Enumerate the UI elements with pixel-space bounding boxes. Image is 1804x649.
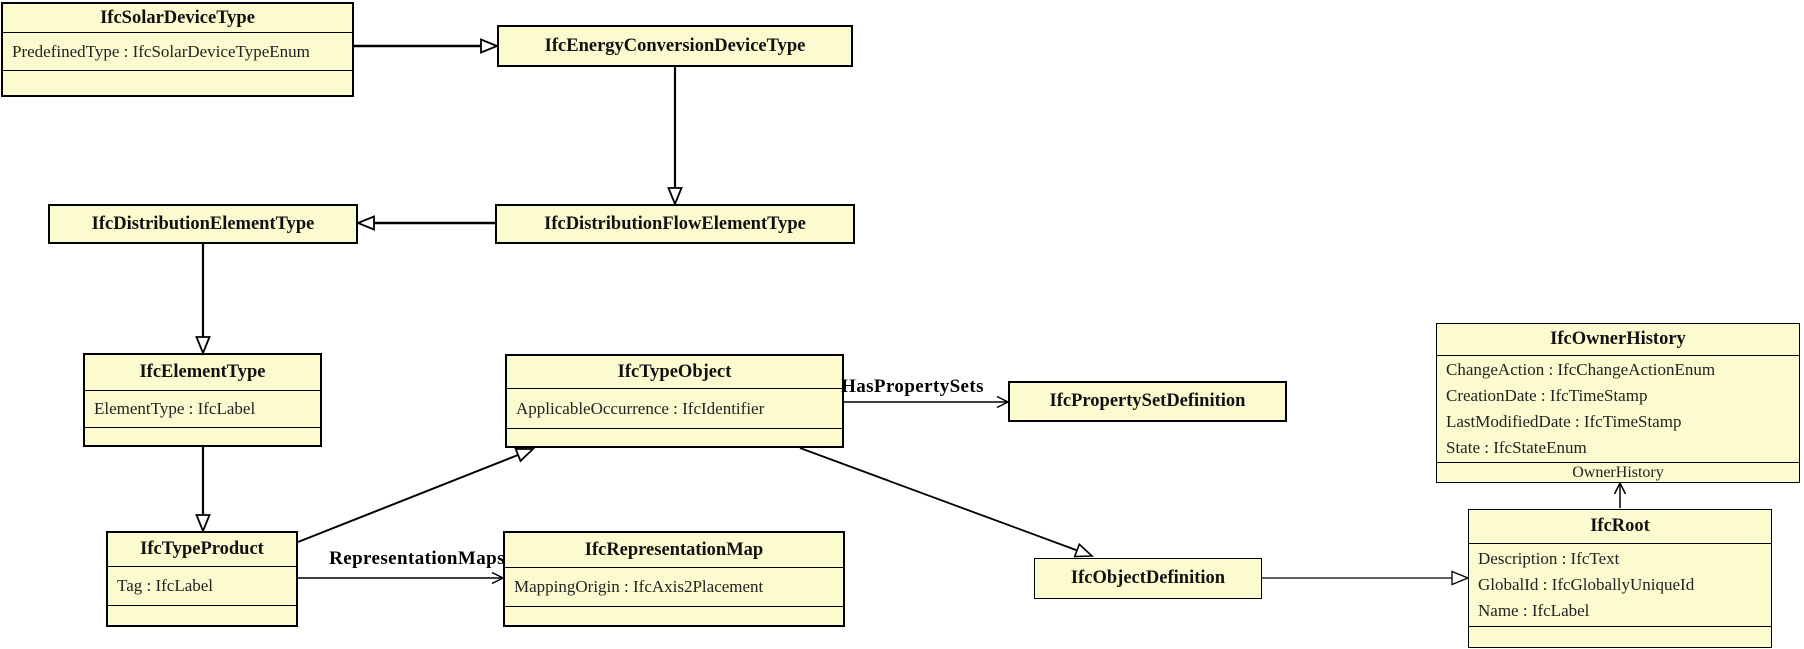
association-label-representationmaps: RepresentationMaps [329,548,505,569]
class-box-ifcpropertysetdefinition[interactable]: IfcPropertySetDefinition [1008,381,1287,422]
class-box-ifcownerhistory[interactable]: IfcOwnerHistory ChangeAction : IfcChange… [1436,323,1800,483]
edge-inheritance-distributionelementtype-elementtype [195,244,211,356]
hollow-triangle-arrowhead [667,187,683,207]
edge-association-representationmaps [298,571,505,585]
class-title: IfcObjectDefinition [1070,568,1226,588]
edge-inheritance-objectdefinition-root [1262,570,1470,586]
hollow-triangle-arrowhead [480,38,500,54]
class-attribute: ApplicableOccurrence : IfcIdentifier [516,398,765,418]
class-attribute: State : IfcStateEnum [1446,438,1587,457]
edge-association-haspropertysets [844,395,1010,409]
class-box-ifcroot[interactable]: IfcRoot Description : IfcText GlobalId :… [1468,509,1772,648]
class-box-ifcelementtype[interactable]: IfcElementType ElementType : IfcLabel [83,353,322,447]
hollow-triangle-arrowhead [1451,570,1470,586]
class-title: IfcTypeObject [507,356,842,389]
class-attribute: GlobalId : IfcGloballyUniqueId [1478,575,1695,594]
class-title: IfcSolarDeviceType [3,4,352,33]
association-label-haspropertysets: HasPropertySets [841,376,984,397]
class-operations-compartment [3,71,352,95]
edge-inheritance-typeproduct-typeobject [297,447,536,543]
class-box-ifcdistributionelementtype[interactable]: IfcDistributionElementType [48,204,358,244]
ownerhistory-association-end-label: OwnerHistory [1572,463,1664,481]
class-operations-compartment [507,429,842,446]
class-title: IfcRepresentationMap [505,533,843,568]
class-box-ifctypeproduct[interactable]: IfcTypeProduct Tag : IfcLabel [106,531,298,627]
edge-inheritance-elementtype-typeproduct [195,447,211,534]
class-box-ifcenergyconversiondevicetype[interactable]: IfcEnergyConversionDeviceType [497,25,853,67]
class-title: IfcPropertySetDefinition [1049,391,1246,411]
hollow-triangle-arrowhead [1073,542,1094,558]
edge-inheritance-solardevicetype-energyconversiondevicetype [354,38,500,54]
class-title: IfcDistributionFlowElementType [544,213,806,234]
hollow-triangle-arrowhead [514,447,536,463]
class-title: IfcOwnerHistory [1437,324,1799,356]
class-operations-compartment [505,607,843,625]
class-title: IfcEnergyConversionDeviceType [544,35,806,56]
class-operations-compartment [85,428,320,445]
class-attribute: MappingOrigin : IfcAxis2Placement [514,577,764,596]
edge-inheritance-typeobject-objectdefinition [799,447,1094,558]
class-attribute: ElementType : IfcLabel [94,399,256,418]
class-box-ifcobjectdefinition[interactable]: IfcObjectDefinition [1034,558,1262,599]
class-attribute: LastModifiedDate : IfcTimeStamp [1446,412,1682,431]
class-operations-compartment [108,606,296,625]
edge-association-ownerhistory [1613,481,1627,508]
hollow-triangle-arrowhead [355,215,375,231]
class-box-ifcdistributionflowelementtype[interactable]: IfcDistributionFlowElementType [495,204,855,244]
edge-inheritance-energyconversiondevicetype-distributionflowelementtype [667,67,683,207]
class-attribute: PredefinedType : IfcSolarDeviceTypeEnum [12,41,310,61]
class-box-ifctypeobject[interactable]: IfcTypeObject ApplicableOccurrence : Ifc… [505,354,844,448]
class-title: IfcElementType [85,355,320,391]
class-box-ifcsolardevicetype[interactable]: IfcSolarDeviceType PredefinedType : IfcS… [1,2,354,97]
hollow-triangle-arrowhead [195,336,211,356]
class-title: IfcDistributionElementType [91,213,315,234]
class-title: IfcRoot [1469,510,1771,544]
class-box-ifcrepresentationmap[interactable]: IfcRepresentationMap MappingOrigin : Ifc… [503,531,845,627]
edge-inheritance-distributionflowelementtype-distributionelementtype [355,215,495,231]
class-attribute: ChangeAction : IfcChangeActionEnum [1446,360,1716,379]
class-attribute: CreationDate : IfcTimeStamp [1446,386,1648,405]
hollow-triangle-arrowhead [195,514,211,534]
class-operations-compartment [1469,627,1771,647]
open-arrowhead [1613,481,1627,495]
class-attribute: Tag : IfcLabel [117,576,214,595]
class-attribute: Description : IfcText [1478,549,1620,568]
class-attribute: Name : IfcLabel [1478,601,1590,620]
class-title: IfcTypeProduct [108,533,296,567]
